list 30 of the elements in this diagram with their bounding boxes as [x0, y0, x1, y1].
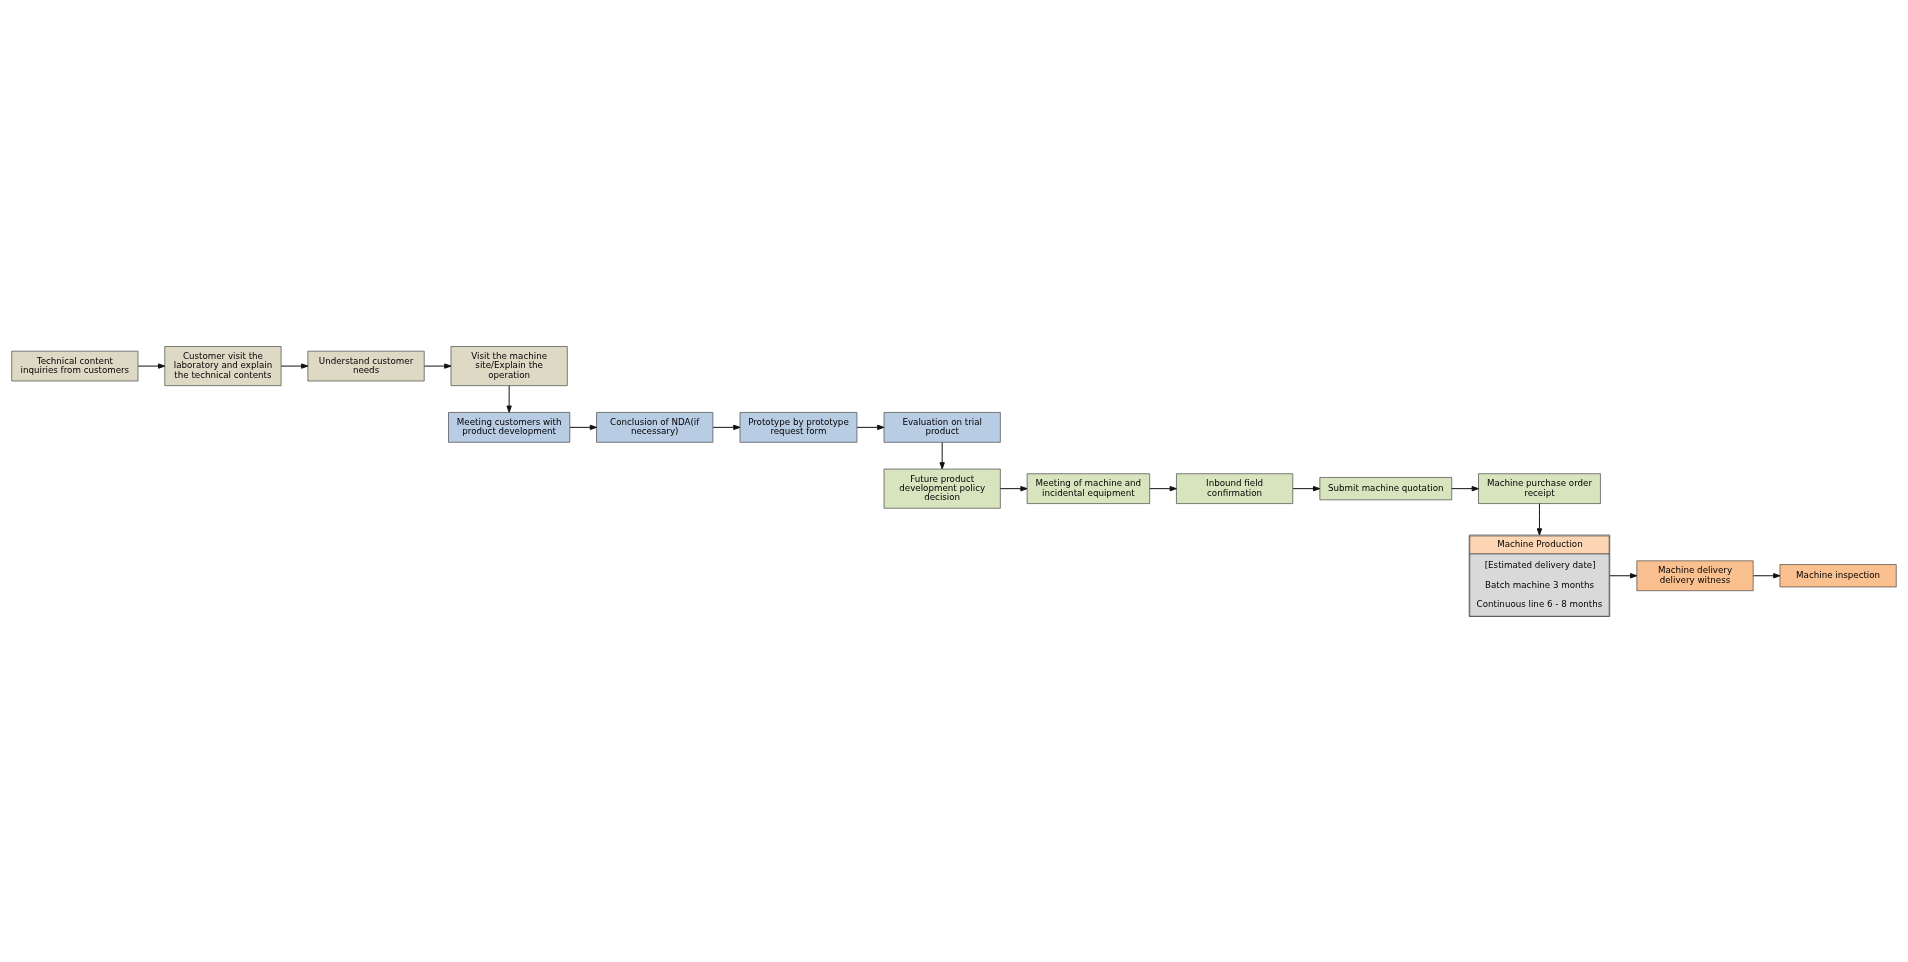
node-box: Technical content inquiries from customers [11, 350, 139, 381]
arrow [423, 362, 452, 369]
node-box: Machine inspection [1779, 563, 1897, 587]
arrow [1609, 572, 1638, 578]
node-box: Machine purchase order receipt [1478, 472, 1601, 504]
arrow [506, 384, 512, 413]
node-box: Machine delivery delivery witness [1636, 560, 1754, 591]
node-box: Inbound field confirmation [1176, 472, 1294, 504]
node-box: Visit the machine site/Explain the operation [450, 345, 568, 386]
arrow [1752, 572, 1781, 578]
node-box: Meeting customers with product development [448, 411, 571, 443]
arrow [137, 362, 166, 369]
node-box: Meeting of machine and incidental equipment [1026, 472, 1150, 504]
node-box: Submit machine quotation [1319, 476, 1453, 500]
node-box: Prototype by prototype request form [739, 411, 858, 443]
arrow [939, 441, 945, 469]
arrow [999, 485, 1028, 491]
node-box: Customer visit the laboratory and explain the technical contents [164, 345, 282, 386]
arrow [1292, 485, 1321, 491]
node-box: Understand customer needs [307, 350, 425, 381]
arrow [712, 424, 741, 430]
node-box: Evaluation on trial product [883, 411, 1001, 443]
arrow [856, 424, 885, 430]
arrow [569, 424, 597, 430]
arrow [1451, 485, 1479, 491]
arrow [1149, 485, 1177, 491]
node-box: Future product development policy decision [883, 468, 1001, 509]
node-box: Conclusion of NDA(if necessary) [596, 411, 714, 443]
arrow [1536, 502, 1543, 535]
arrow [280, 362, 309, 369]
